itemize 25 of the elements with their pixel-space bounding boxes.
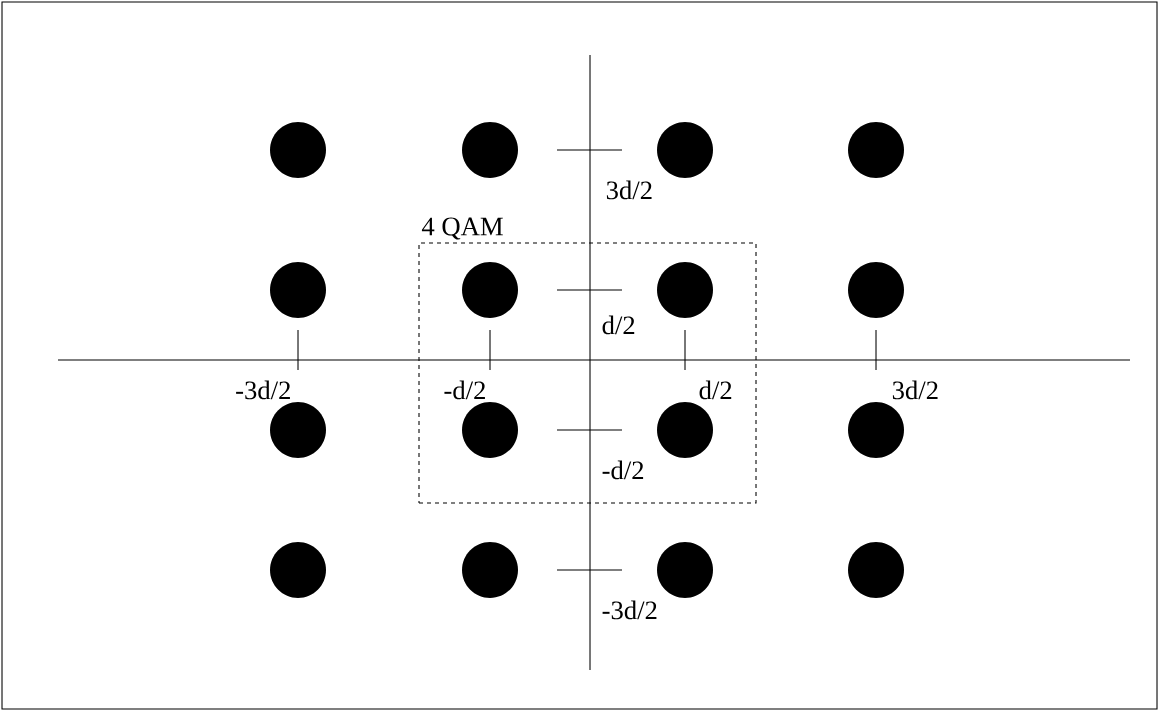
constellation-point	[270, 262, 326, 318]
constellation-point	[657, 402, 713, 458]
tick-label: 3d/2	[892, 380, 938, 400]
constellation-point	[848, 122, 904, 178]
constellation-point	[462, 262, 518, 318]
constellation-point	[848, 402, 904, 458]
node-label: 4 QAM	[421, 217, 503, 240]
constellation-point	[657, 122, 713, 178]
tick-label: d/2	[699, 380, 732, 400]
constellation-point	[270, 402, 326, 458]
constellation-point	[848, 262, 904, 318]
tick-label: -d/2	[444, 380, 485, 400]
constellation-point	[462, 542, 518, 598]
constellation-point	[462, 402, 518, 458]
constellation-point	[657, 262, 713, 318]
tick-label: d/2	[602, 315, 635, 335]
tick-label: -d/2	[602, 460, 644, 480]
constellation-point	[848, 542, 904, 598]
constellation-point	[270, 122, 326, 178]
tick-label: -3d/2	[236, 380, 290, 400]
tick-label: -3d/2	[602, 600, 657, 620]
constellation-point	[657, 542, 713, 598]
constellation-point	[270, 542, 326, 598]
constellation-point	[462, 122, 518, 178]
tick-label: 3d/2	[606, 180, 652, 200]
